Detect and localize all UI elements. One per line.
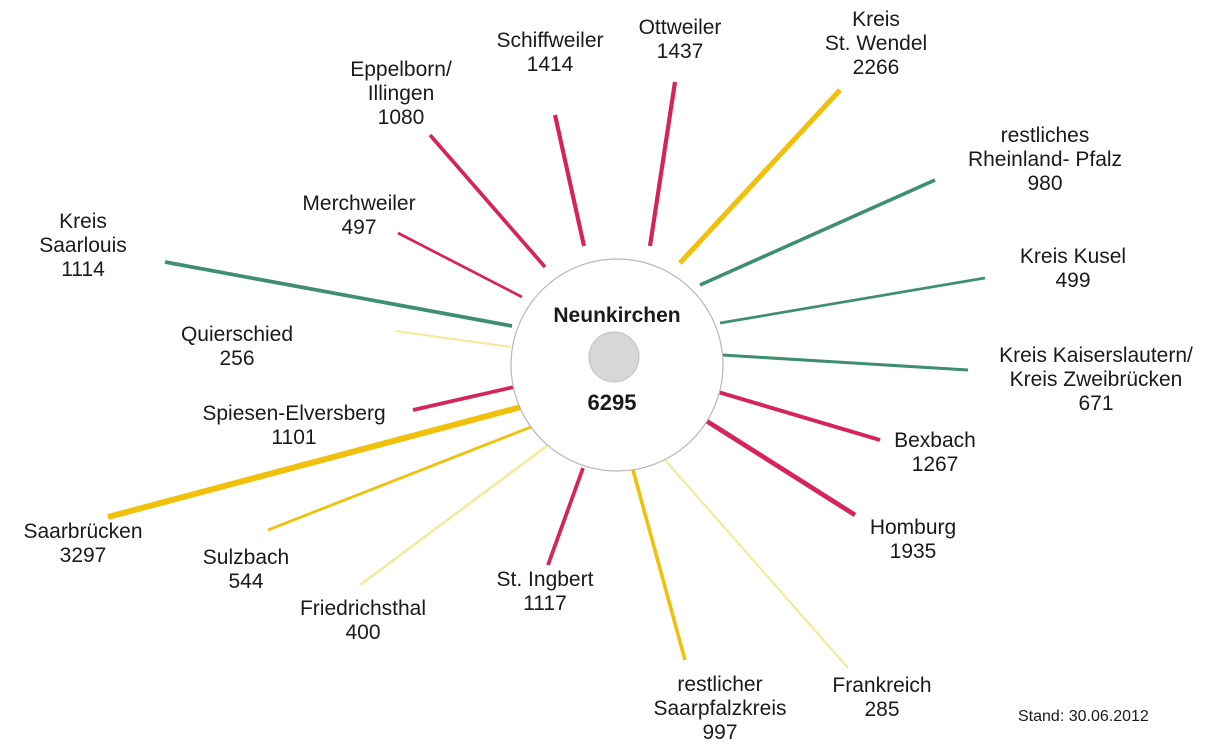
spoke-line-homburg	[703, 417, 857, 518]
spoke-label-line: Merchweiler	[302, 192, 415, 215]
spoke-label-line: Kreis Kusel	[1020, 245, 1126, 268]
spoke-label-line: St. Ingbert	[497, 568, 594, 591]
spoke-label-line: 1414	[527, 53, 574, 76]
spoke-line-restliches-rheinland-pfalz	[699, 178, 936, 287]
spoke-label-line: 3297	[60, 544, 107, 567]
spoke-line-restlicher-saarpfalzkreis	[631, 469, 687, 661]
center-name: Neunkirchen	[553, 304, 680, 327]
spoke-label-line: 1267	[912, 453, 959, 476]
spoke-line-st-ingbert	[546, 467, 585, 566]
spoke-label-line: 1114	[61, 258, 105, 281]
spoke-label-line: 2266	[853, 56, 900, 79]
spoke-label-line: restliches	[1001, 124, 1090, 147]
spoke-line-spiesen-elversberg	[412, 385, 515, 412]
spoke-label-line: 1101	[271, 426, 316, 449]
spoke-line-kreis-saarlouis	[164, 260, 513, 328]
spoke-label-line: 497	[341, 216, 376, 239]
spoke-line-saarbruecken	[107, 404, 522, 520]
spoke-lines	[107, 81, 986, 669]
spoke-line-frankreich	[664, 459, 849, 669]
spoke-label-line: Spiesen-Elversberg	[202, 402, 385, 425]
spoke-label-line: 1117	[523, 592, 567, 615]
spoke-label-line: Quierschied	[181, 323, 293, 346]
spoke-label-line: 256	[219, 347, 254, 370]
spoke-label-line: Illingen	[368, 82, 435, 105]
spoke-line-quierschied	[394, 329, 512, 349]
spoke-line-eppelborn-illingen	[428, 133, 547, 269]
spoke-line-ottweiler	[647, 81, 678, 247]
spoke-line-kreis-kaiserslautern	[721, 353, 969, 372]
spoke-label-line: Kreis	[59, 210, 107, 233]
spoke-label-line: Bexbach	[894, 429, 976, 452]
spoke-line-sulzbach	[267, 423, 537, 532]
center-value: 6295	[588, 390, 637, 415]
spoke-line-merchweiler	[397, 231, 523, 299]
spoke-label-line: 980	[1027, 172, 1062, 195]
spoke-label-line: Kreis	[852, 8, 900, 31]
spoke-line-friedrichsthal	[359, 444, 549, 586]
spoke-label-line: 544	[228, 570, 263, 593]
spoke-label-line: 499	[1055, 269, 1090, 292]
spoke-label-line: 1437	[657, 40, 704, 63]
spoke-label-line: Frankreich	[832, 674, 931, 697]
spoke-label-line: Saarpfalzkreis	[653, 697, 786, 720]
spoke-line-schiffweiler	[552, 114, 587, 247]
spoke-label-line: Schiffweiler	[497, 29, 604, 52]
spoke-label-line: 1080	[378, 106, 425, 129]
spoke-line-kreis-st-wendel	[678, 88, 842, 265]
spoke-label-line: 671	[1078, 392, 1113, 415]
spoke-label-line: Kreis Kaiserslautern/	[999, 344, 1193, 367]
spoke-label-line: 400	[345, 621, 380, 644]
spoke-label-line: Saarlouis	[39, 234, 127, 257]
spoke-label-line: Saarbrücken	[23, 520, 142, 543]
spoke-label-line: 285	[864, 698, 899, 721]
spoke-line-bexbach	[717, 390, 881, 442]
spoke-label-line: Homburg	[870, 516, 956, 539]
spoke-label-line: 1935	[890, 540, 937, 563]
spoke-label-line: Sulzbach	[203, 546, 289, 569]
spoke-label-line: restlicher	[677, 673, 762, 696]
spoke-label-line: Rheinland- Pfalz	[968, 148, 1122, 171]
spoke-label-line: Kreis Zweibrücken	[1010, 368, 1183, 391]
spoke-label-line: St. Wendel	[825, 32, 927, 55]
spoke-line-kreis-kusel	[719, 276, 986, 325]
stand-date: Stand: 30.06.2012	[1018, 708, 1149, 725]
spoke-label-line: Ottweiler	[639, 16, 722, 39]
spoke-label-line: Eppelborn/	[350, 58, 452, 81]
spoke-label-line: Friedrichsthal	[300, 597, 426, 620]
center-inner-disc	[588, 331, 640, 383]
spoke-label-line: 997	[702, 721, 737, 744]
